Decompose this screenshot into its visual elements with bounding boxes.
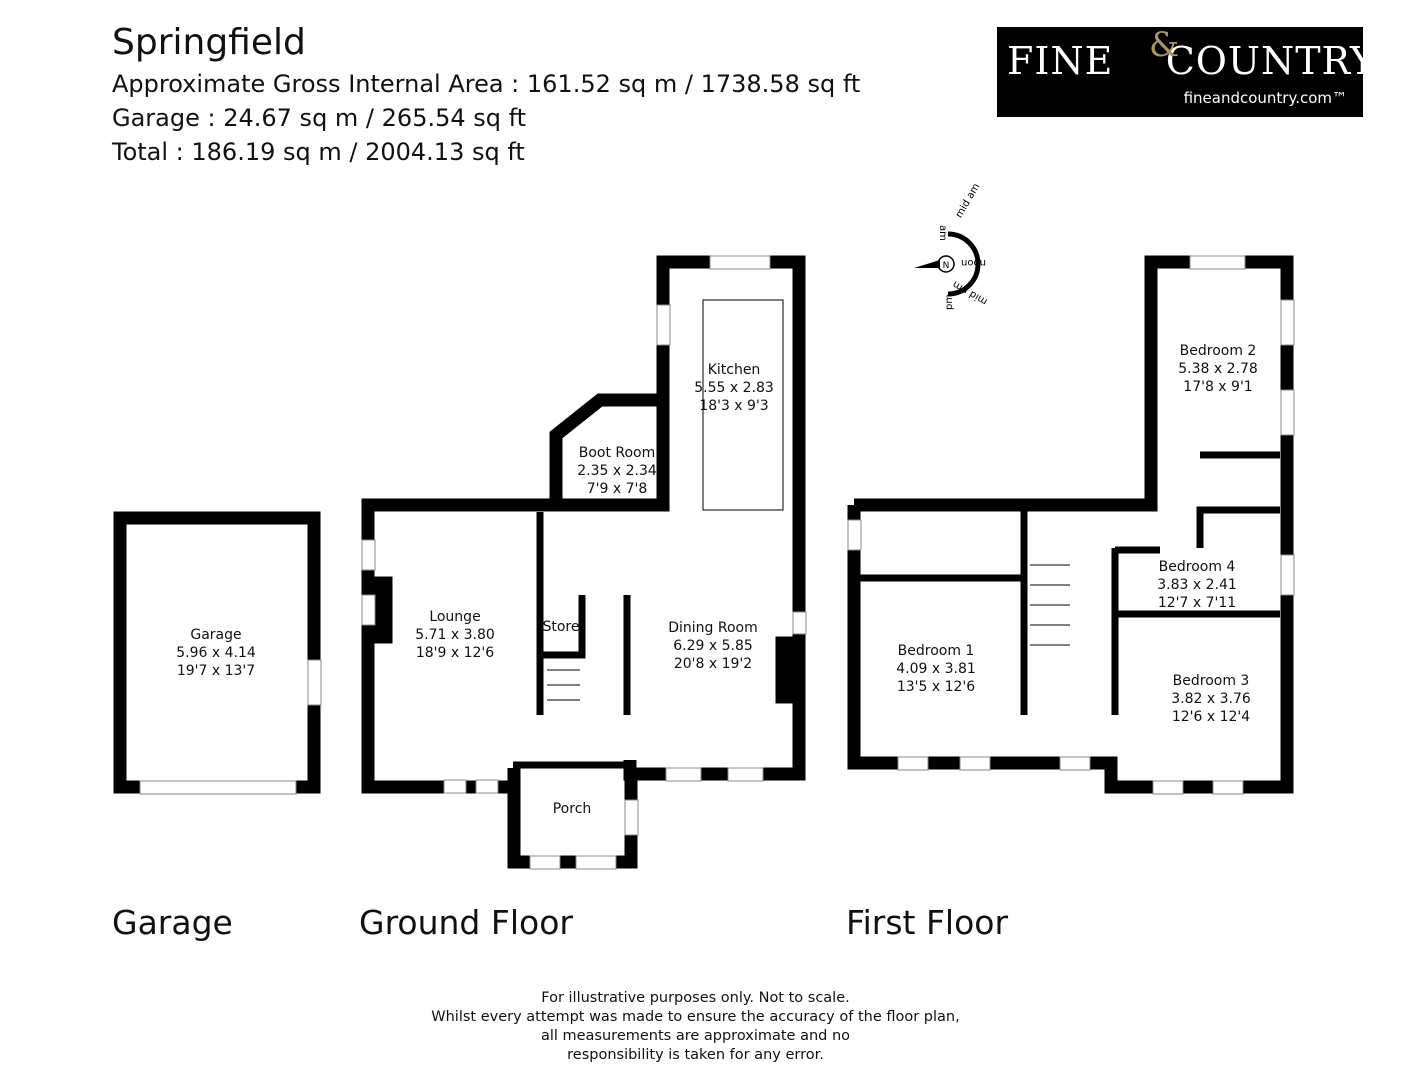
total-area: Total : 186.19 sq m / 2004.13 sq ft <box>112 138 525 166</box>
logo-ampersand: & <box>1149 25 1180 65</box>
garage-walls-right <box>296 511 321 794</box>
logo-text-right: COUNTRY <box>1165 39 1377 83</box>
fine-and-country-logo: FINE COUNTRY & fineandcountry.com™ <box>997 25 1375 117</box>
svg-text:am: am <box>937 225 948 241</box>
first-floor-outer-wall <box>847 255 1294 794</box>
compass-icon: N am mid am noon mid pm pm <box>914 182 990 310</box>
room-porch: Porch <box>552 801 592 817</box>
property-title: Springfield <box>112 22 306 63</box>
dining-fireplace <box>775 636 797 704</box>
svg-text:mid am: mid am <box>954 182 982 220</box>
windows <box>139 255 1295 870</box>
floor-label-garage: Garage <box>112 903 233 942</box>
ground-floor-outer-wall <box>361 255 806 794</box>
compass-north: N <box>943 261 950 271</box>
lounge-fireplace <box>371 576 393 644</box>
logo-url: fineandcountry.com™ <box>1183 89 1347 107</box>
kitchen-worktop <box>702 299 784 511</box>
store-partition <box>540 595 586 659</box>
logo-text-left: FINE <box>1007 39 1114 83</box>
boot-room-walls <box>549 393 663 505</box>
garage-area: Garage : 24.67 sq m / 265.54 sq ft <box>112 104 527 132</box>
floor-label-ground: Ground Floor <box>359 903 573 942</box>
room-store: Store <box>542 619 580 635</box>
svg-text:pm: pm <box>944 294 955 310</box>
svg-text:noon: noon <box>961 257 986 268</box>
floor-label-first: First Floor <box>846 903 1009 942</box>
garage-walls <box>113 511 300 794</box>
disclaimer: For illustrative purposes only. Not to s… <box>431 990 960 1063</box>
gross-internal-area: Approximate Gross Internal Area : 161.52… <box>112 70 861 98</box>
